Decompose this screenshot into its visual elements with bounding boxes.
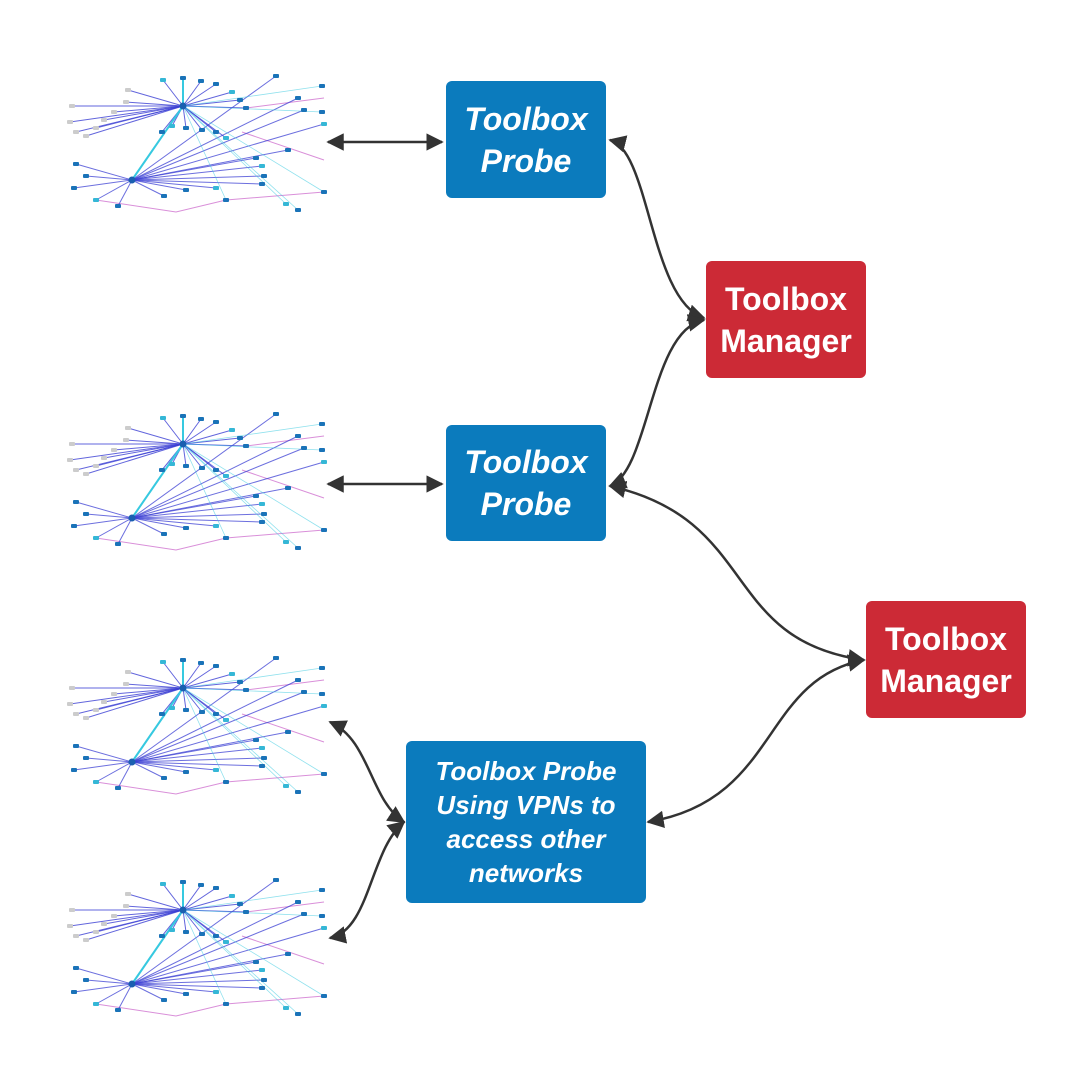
connector-probe1-manager1	[608, 135, 706, 322]
network-4	[67, 878, 327, 1017]
toolbox-probe-1-line-1: Toolbox	[464, 100, 588, 137]
toolbox-manager-1: Toolbox Manager	[706, 261, 866, 378]
network-topologies	[67, 74, 327, 1017]
network-1	[67, 74, 327, 213]
toolbox-manager-2-line-2: Manager	[880, 662, 1012, 699]
connector-probe2-manager1	[608, 314, 706, 489]
connectors	[326, 133, 866, 944]
connector-probe3-manager2	[646, 654, 866, 829]
toolbox-probe-vpn-line-3: access other	[446, 824, 606, 854]
connector-network4-probe3	[328, 820, 406, 944]
toolbox-probe-1-line-2: Probe	[480, 142, 572, 179]
toolbox-manager-2-line-1: Toolbox	[884, 620, 1008, 657]
toolbox-probe-vpn-line-4: networks	[468, 858, 584, 888]
toolbox-manager-2: Toolbox Manager	[866, 601, 1026, 718]
connector-network3-probe3	[328, 720, 406, 824]
toolbox-probe-2: Toolbox Probe	[446, 425, 606, 541]
toolbox-manager-1-line-2: Manager	[720, 322, 852, 359]
toolbox-probe-2-line-2: Probe	[480, 486, 572, 522]
toolbox-manager-1-line-1: Toolbox	[724, 280, 848, 317]
toolbox-probe-vpn-line-1: Toolbox Probe	[435, 756, 617, 786]
toolbox-probe-vpn: Toolbox Probe Using VPNs to access other…	[406, 741, 646, 903]
network-3	[67, 656, 327, 795]
toolbox-probe-vpn-line-2: Using VPNs to	[436, 790, 616, 820]
network-2	[67, 412, 327, 551]
toolbox-probe-2-line-1: Toolbox	[464, 444, 588, 480]
connector-probe2-manager2	[608, 480, 866, 667]
toolbox-probe-1: Toolbox Probe	[446, 81, 606, 198]
